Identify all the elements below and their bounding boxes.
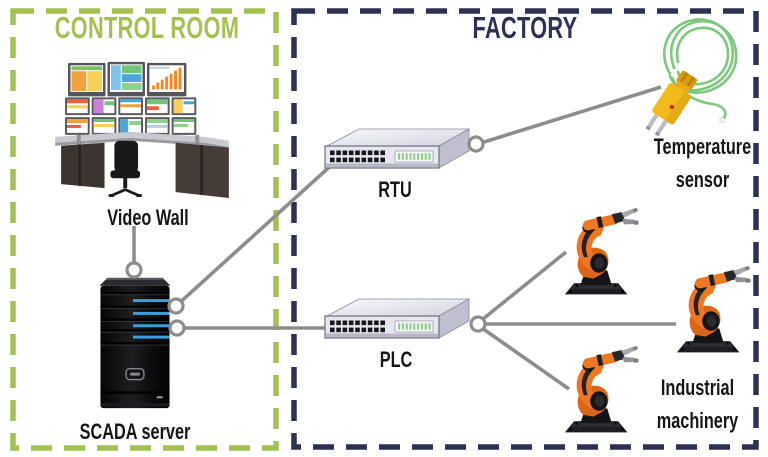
wire-plc-robot3 (477, 324, 571, 391)
robot-arm-2 (664, 264, 756, 356)
control-room-region (10, 8, 279, 451)
robot-arm-1 (552, 206, 644, 298)
plc-label: PLC (379, 347, 413, 372)
video-wall-label: Video Wall (107, 205, 189, 230)
factory-title: FACTORY (472, 10, 578, 45)
scada-server-illustration (99, 277, 171, 409)
wire-server-rtu (174, 159, 338, 308)
scada-server-label: SCADA server (79, 419, 191, 444)
robot-arm-3 (552, 344, 644, 436)
temperature-sensor-label: Temperature sensor (653, 134, 752, 192)
wire-plc-robot1 (476, 250, 568, 325)
wire-rtu-sensor (454, 85, 662, 153)
temperature-sensor-illustration (645, 18, 738, 136)
factory-region (291, 8, 759, 450)
rtu-switch-illustration (323, 126, 473, 176)
video-wall-illustration (55, 61, 229, 198)
industrial-machinery-label: Industrial machinery (656, 375, 739, 433)
rtu-label: RTU (378, 177, 412, 202)
plc-switch-illustration (323, 296, 473, 346)
control-room-title: CONTROL ROOM (54, 10, 240, 45)
